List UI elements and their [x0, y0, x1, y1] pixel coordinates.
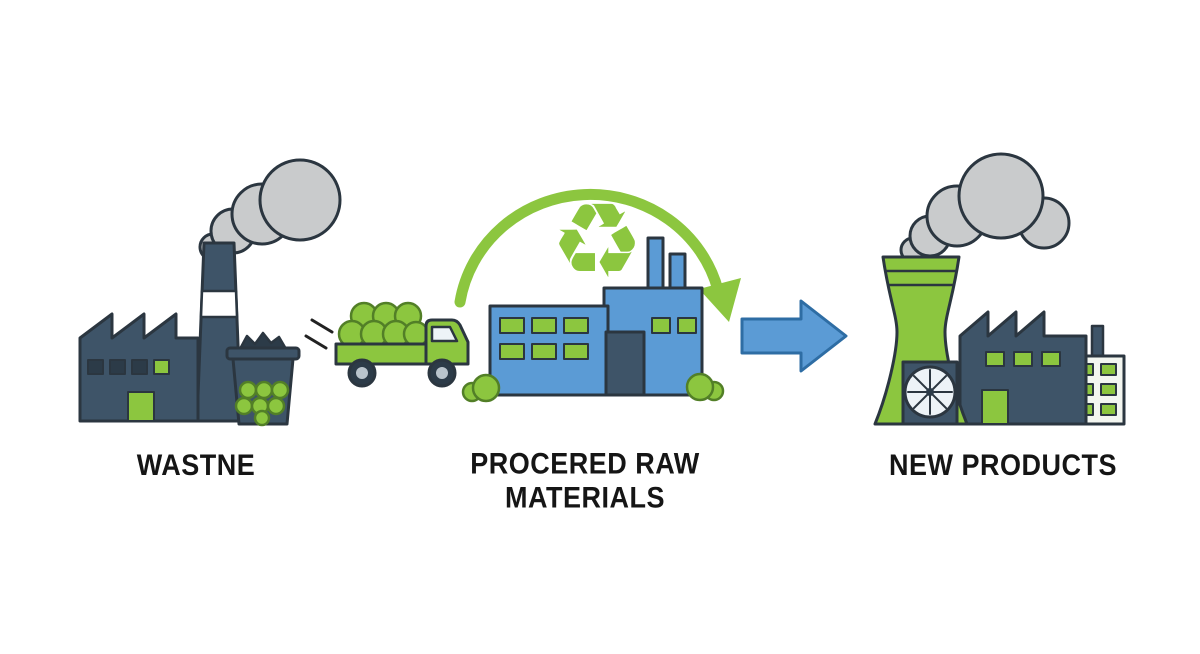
tower-fan-icon [903, 365, 957, 419]
truck-wheels [347, 358, 457, 388]
stage-label-waste: WASTNE [136, 448, 256, 482]
factory-door [127, 391, 155, 422]
plant-door [604, 330, 646, 397]
bushes-icon [461, 372, 725, 403]
recycle-symbol-icon: ♻ [550, 180, 643, 302]
warehouse-pipe [1090, 324, 1105, 360]
flow-arrow-icon [740, 299, 848, 373]
waste-factory-icon [78, 241, 243, 423]
truck-cargo-balls [337, 301, 430, 349]
truck-bed [334, 342, 428, 366]
products-factory-door [981, 389, 1009, 425]
cooling-tower-icon [873, 255, 969, 426]
smoke-cloud-right-icon [899, 152, 1071, 264]
motion-lines-icon [304, 318, 334, 350]
truck-window [430, 325, 459, 343]
products-factory-windows [985, 351, 1061, 367]
trash-bin-icon [225, 331, 301, 427]
stage-label-processed-raw-materials: PROCERED RAW MATERIALS [470, 446, 700, 514]
recycle-arc-arrow-icon [454, 188, 741, 322]
stage-label-new-products: NEW PRODUCTS [889, 448, 1117, 482]
products-factory-icon [958, 310, 1088, 426]
new-products-stage-illustration [873, 152, 1126, 426]
factory-windows [87, 359, 170, 375]
recycling-truck-icon [334, 301, 470, 388]
plant-windows [499, 317, 697, 360]
recyclable-balls-in-bin [234, 380, 290, 427]
processing-plant-icon [461, 236, 725, 403]
waste-stage-illustration [78, 158, 342, 427]
smoke-cloud-left-icon [198, 158, 342, 262]
